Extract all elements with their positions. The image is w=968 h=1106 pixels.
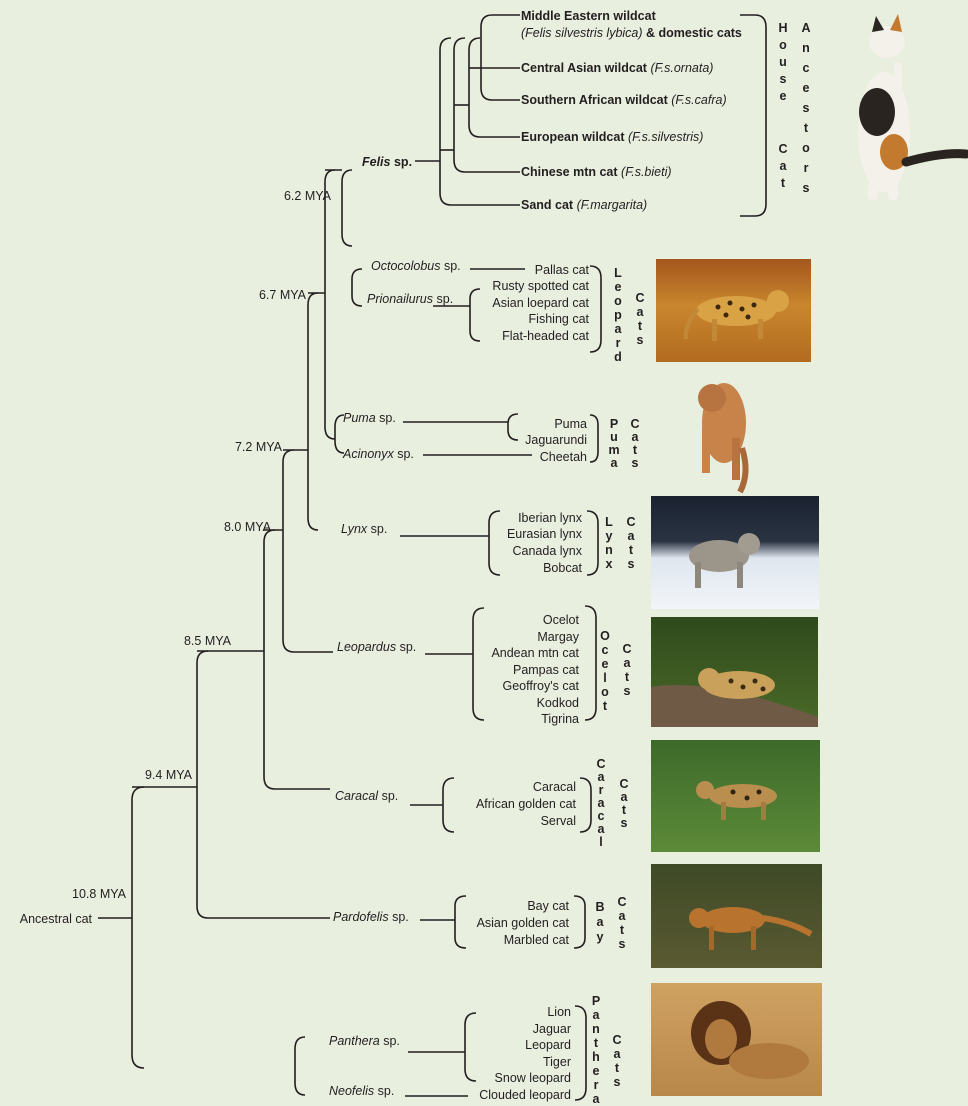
species-list-panthera: Lion Jaguar Leopard Tiger Snow leopard [495,1005,572,1085]
species-southern-african-wildcat: Southern African wildcat (F.s.cafra) [521,93,727,107]
photo-serval [651,740,820,852]
species-clouded-leopard: Clouded leopard [479,1088,571,1102]
genus-panthera: Panthera sp. [329,1034,400,1048]
species-item: Serval [541,814,576,828]
genus-acinonyx: Acinonyx sp. [342,447,414,461]
species-item: Jaguar [533,1022,571,1036]
species-item: Caracal [533,780,576,794]
species-item: Iberian lynx [518,511,583,525]
species-list-prionailurus: Rusty spotted cat Asian loepard cat Fish… [492,279,589,343]
species-item: Asian loepard cat [492,296,589,310]
photo-puma [684,368,756,496]
photo-bay-cat [651,864,822,968]
genus-leopardus: Leopardus sp. [337,640,416,654]
node-age-6-2: 6.2 MYA [284,189,332,203]
species-item: Bay cat [527,899,569,913]
species-item: Jaguarundi [525,433,587,447]
genus-felis: Felis sp. [362,155,412,169]
species-item: Geoffroy's cat [503,679,580,693]
genus-lynx: Lynx sp. [341,522,387,536]
species-cheetah: Cheetah [540,450,587,464]
species-item: Tiger [543,1055,571,1069]
species-list-bay: Bay cat Asian golden cat Marbled cat [477,899,570,947]
species-item: Marbled cat [504,933,570,947]
genus-neofelis: Neofelis sp. [329,1084,394,1098]
species-list-puma: Puma Jaguarundi [525,417,587,447]
genus-puma: Puma sp. [343,411,396,425]
species-list-leopardus: Ocelot Margay Andean mtn cat Pampas cat … [491,613,579,726]
species-central-asian-wildcat: Central Asian wildcat (F.s.ornata) [521,61,713,75]
species-item: Bobcat [543,561,582,575]
node-age-9-4: 9.4 MYA [145,768,193,782]
species-list-lynx: Iberian lynx Eurasian lynx Canada lynx B… [507,511,583,575]
species-list-caracal: Caracal African golden cat Serval [476,780,577,828]
species-item: Margay [537,630,579,644]
species-middle-eastern-wildcat: Middle Eastern wildcat [521,9,657,23]
species-european-wildcat: European wildcat (F.s.silvestris) [521,130,703,144]
node-age-8-0: 8.0 MYA [224,520,272,534]
photo-lynx [651,496,819,609]
photo-ocelot [651,617,818,727]
node-age-8-5: 8.5 MYA [184,634,232,648]
species-item: Kodkod [537,696,579,710]
root-age: 10.8 MYA [72,887,127,901]
species-item: Canada lynx [513,544,583,558]
species-item: Leopard [525,1038,571,1052]
species-pallas-cat: Pallas cat [535,263,590,277]
genus-prionailurus: Prionailurus sp. [367,292,453,306]
species-item: Eurasian lynx [507,527,583,541]
photo-calico-cat [832,12,968,202]
genus-pardofelis: Pardofelis sp. [333,910,409,924]
species-item: Snow leopard [495,1071,571,1085]
species-item: Andean mtn cat [491,646,579,660]
species-item: Pampas cat [513,663,580,677]
species-item: Lion [547,1005,571,1019]
genus-caracal: Caracal sp. [335,789,398,803]
root-label: Ancestral cat [20,912,93,926]
species-item: Tigrina [541,712,579,726]
species-item: Ocelot [543,613,580,627]
genus-octocolobus: Octocolobus sp. [371,259,461,273]
species-item: Fishing cat [529,312,590,326]
species-item: Puma [554,417,587,431]
species-middle-eastern-wildcat-sci: (Felis silvestris lybica) & domestic cat… [521,26,742,40]
photo-leopard-cat [656,259,811,362]
species-item: Flat-headed cat [502,329,589,343]
species-item: Asian golden cat [477,916,570,930]
photo-lion [651,983,822,1096]
node-age-6-7: 6.7 MYA [259,288,307,302]
node-age-7-2: 7.2 MYA [235,440,283,454]
species-item: Rusty spotted cat [492,279,589,293]
species-sand-cat: Sand cat (F.margarita) [521,198,647,212]
species-chinese-mtn-cat: Chinese mtn cat (F.s.bieti) [521,165,672,179]
species-item: African golden cat [476,797,577,811]
